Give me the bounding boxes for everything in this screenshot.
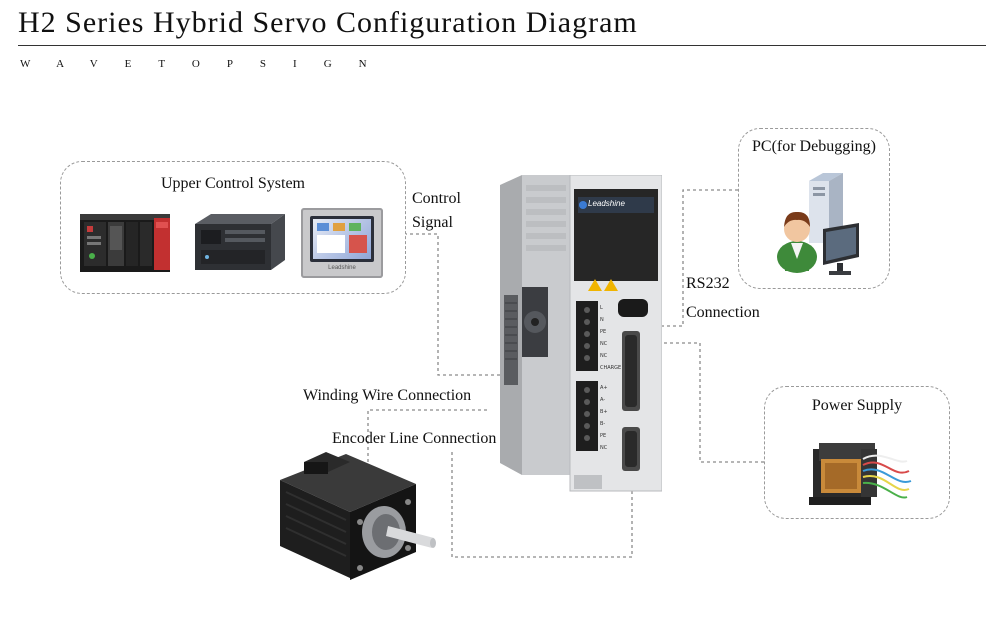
- encoder-line: [451, 452, 633, 558]
- rs232-line: [652, 189, 738, 327]
- title-divider: [18, 45, 986, 46]
- terminal-labels-bottom: A+ A- B+ B- PE NC: [600, 382, 616, 454]
- terminal-label: NC: [600, 445, 608, 451]
- terminal-label: NC: [600, 353, 608, 359]
- terminal-label: A-: [600, 397, 606, 403]
- upper-control-system-box: Upper Control System: [60, 161, 406, 294]
- upper-control-system-title: Upper Control System: [161, 175, 305, 192]
- terminal-label: PE: [600, 329, 607, 335]
- plc-icon: [80, 214, 170, 272]
- hmi-panel-icon: Leadshine: [301, 208, 383, 278]
- rs232-label-line2: Connection: [686, 304, 760, 321]
- pc-debugging-title: PC(for Debugging): [752, 138, 876, 155]
- hmi-screen-brand: Leadshine: [328, 265, 356, 271]
- pc-user-icon: [777, 173, 859, 275]
- drive-brand-label: Leadshine: [588, 199, 625, 208]
- terminal-label: CHARGE: [600, 365, 622, 371]
- servo-drive-icon: Leadshine L N PE NC NC CHARGE A+ A- B+ B…: [500, 175, 662, 497]
- winding-wire-connection-label: Winding Wire Connection: [303, 387, 472, 404]
- rs232-connection-label: RS232 Connection: [686, 272, 760, 325]
- terminal-label: N: [600, 317, 604, 323]
- power-line: [652, 342, 765, 463]
- terminal-label: PE: [600, 433, 607, 439]
- industrial-pc-icon: [195, 214, 285, 270]
- terminal-label: B-: [600, 421, 606, 427]
- control-signal-label: Control Signal: [412, 187, 461, 235]
- power-supply-box: Power Supply: [764, 386, 950, 519]
- terminal-labels-top: L N PE NC NC CHARGE: [600, 302, 622, 374]
- power-supply-title: Power Supply: [811, 397, 903, 414]
- control-signal-line: [404, 233, 575, 376]
- stepper-motor-icon: [280, 452, 436, 580]
- terminal-label: L: [600, 305, 603, 311]
- control-signal-label-line1: Control: [412, 190, 461, 207]
- page-title: H2 Series Hybrid Servo Configuration Dia…: [18, 6, 638, 39]
- terminal-label: A+: [600, 385, 608, 391]
- encoder-line-connection-label: Encoder Line Connection: [332, 430, 497, 447]
- pc-debugging-box: PC(for Debugging): [738, 128, 890, 289]
- terminal-label: NC: [600, 341, 608, 347]
- terminal-label: B+: [600, 409, 608, 415]
- control-signal-label-line2: Signal: [412, 214, 453, 231]
- rs232-label-line1: RS232: [686, 275, 730, 292]
- transformer-icon: [809, 443, 912, 505]
- page-subtitle: WAVETOPSIGN: [20, 58, 394, 70]
